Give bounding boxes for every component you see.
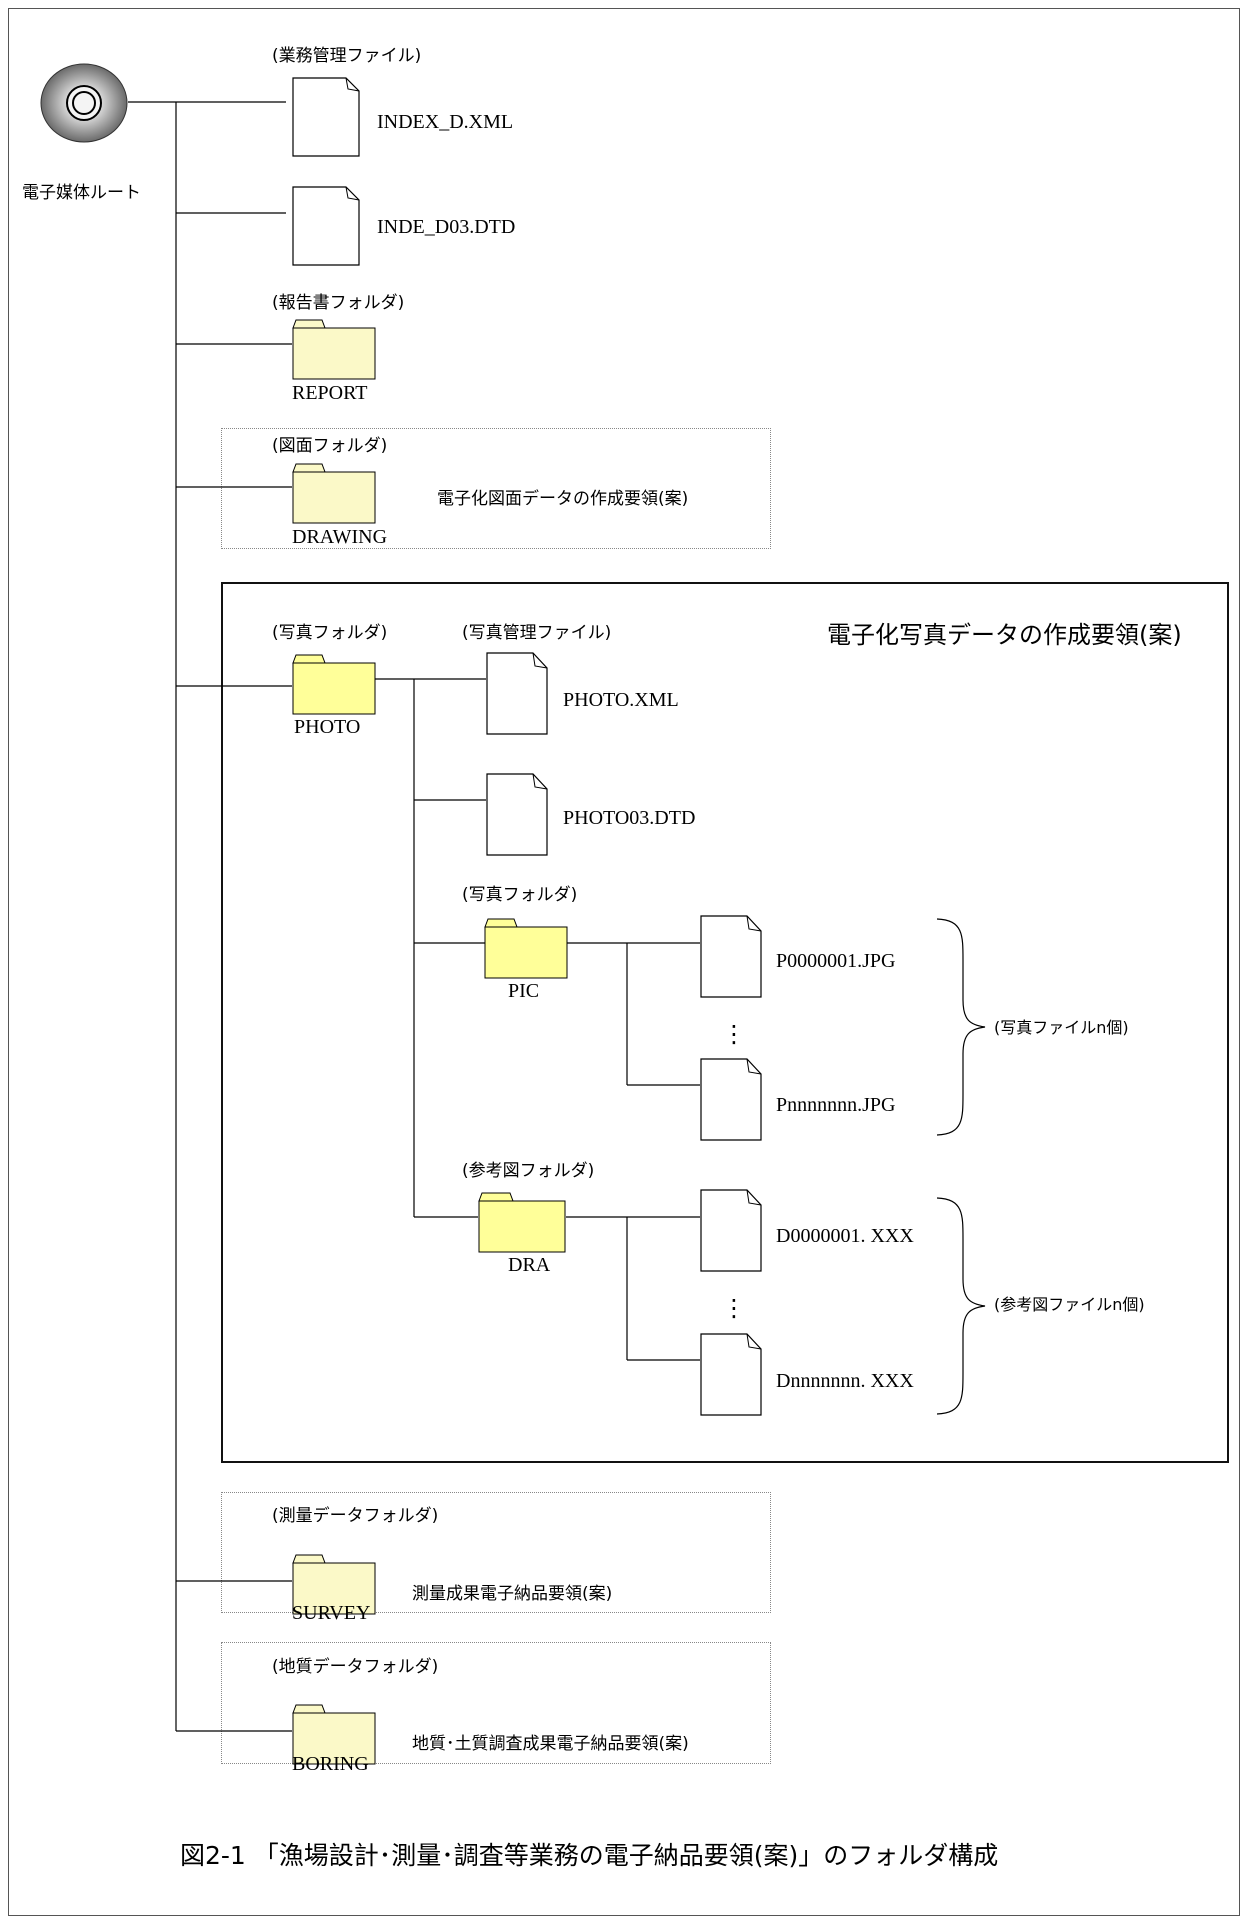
photo-file-group-label: (写真ファイルn個): [994, 1018, 1129, 1037]
cd-disc-icon: [40, 63, 128, 143]
boring-guideline-box: [221, 1642, 771, 1764]
folder-name: DRAWING: [292, 526, 388, 548]
file-icon: [292, 77, 360, 157]
root-label: 電子媒体ルート: [22, 183, 141, 203]
file-name: INDEX_D.XML: [377, 111, 514, 133]
file-icon: [700, 1189, 762, 1272]
survey-guideline-box: [221, 1492, 771, 1613]
report-folder-category: (報告書フォルダ): [272, 293, 405, 313]
ellipsis: ⋮: [722, 1020, 746, 1048]
folder-name: SURVEY: [292, 1602, 371, 1624]
figure-caption: 図2‐1 「漁場設計･測量･調査等業務の電子納品要領(案)」のフォルダ構成: [180, 1841, 999, 1870]
photo-folder-category: (写真フォルダ): [272, 623, 388, 643]
file-name: PHOTO03.DTD: [563, 807, 696, 829]
folder-icon: [292, 1554, 376, 1615]
folder-icon: [478, 1192, 566, 1253]
photo-management-category: (写真管理ファイル): [462, 623, 612, 643]
management-file-category: (業務管理ファイル): [272, 46, 422, 66]
file-icon: [700, 915, 762, 998]
file-name: P0000001.JPG: [776, 950, 896, 972]
drawing-folder-category: (図面フォルダ): [272, 436, 388, 456]
folder-name: PIC: [508, 980, 540, 1002]
file-icon: [700, 1058, 762, 1141]
photo-guideline-box: [221, 582, 1229, 1463]
folder-icon: [484, 918, 568, 979]
drawing-guideline-box: [221, 428, 771, 549]
diagram-frame: [8, 8, 1240, 1916]
ellipsis: ⋮: [722, 1294, 746, 1322]
survey-guideline: 測量成果電子納品要領(案): [412, 1584, 613, 1604]
reference-file-group-label: (参考図ファイルn個): [994, 1295, 1145, 1314]
file-name: D0000001. XXX: [776, 1225, 914, 1247]
folder-icon: [292, 319, 376, 380]
photo-guideline: 電子化写真データの作成要領(案): [827, 621, 1182, 649]
drawing-guideline: 電子化図面データの作成要領(案): [437, 489, 689, 509]
folder-icon: [292, 654, 376, 715]
boring-folder-category: (地質データフォルダ): [272, 1657, 439, 1677]
survey-folder-category: (測量データフォルダ): [272, 1506, 439, 1526]
file-icon: [700, 1333, 762, 1416]
file-name: Pnnnnnnn.JPG: [776, 1094, 896, 1116]
file-icon: [292, 186, 360, 266]
file-icon: [486, 652, 548, 735]
dra-folder-category: (参考図フォルダ): [462, 1161, 595, 1181]
file-name: INDE_D03.DTD: [377, 216, 516, 238]
folder-name: BORING: [292, 1753, 369, 1775]
file-name: Dnnnnnnn. XXX: [776, 1370, 914, 1392]
folder-icon: [292, 1704, 376, 1765]
folder-name: REPORT: [292, 382, 368, 404]
boring-guideline: 地質･土質調査成果電子納品要領(案): [412, 1734, 689, 1754]
folder-icon: [292, 463, 376, 524]
folder-name: PHOTO: [294, 716, 361, 738]
file-name: PHOTO.XML: [563, 689, 679, 711]
folder-name: DRA: [508, 1254, 551, 1276]
pic-folder-category: (写真フォルダ): [462, 885, 578, 905]
file-icon: [486, 773, 548, 856]
